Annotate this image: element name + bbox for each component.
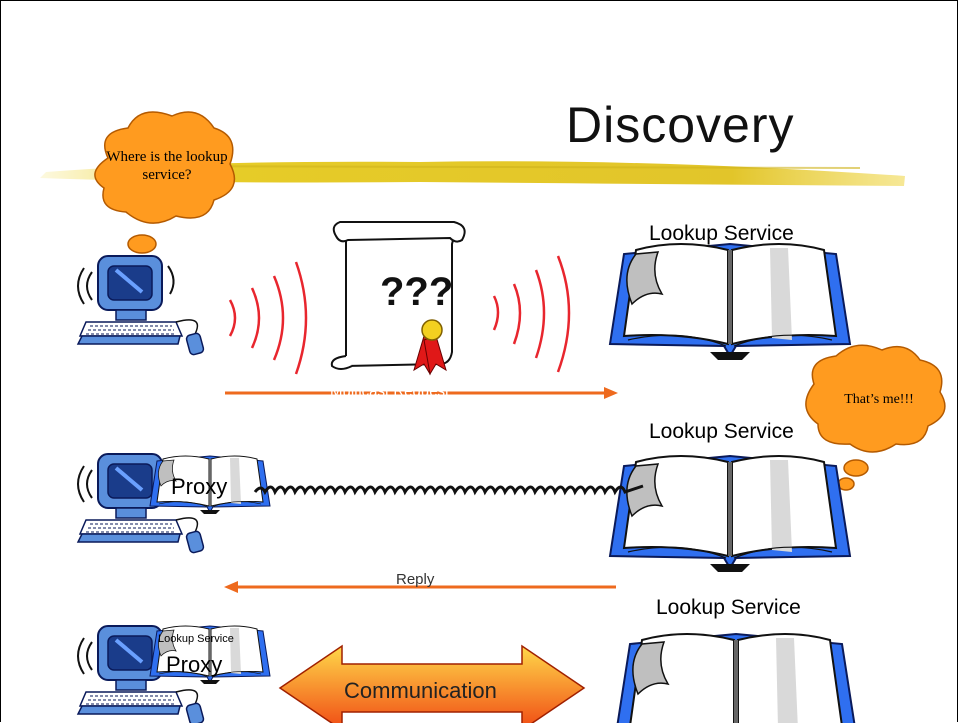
request-waves-left <box>228 261 308 375</box>
reply-transfer-scribble <box>253 484 644 496</box>
reply-arrow <box>224 581 616 593</box>
request-scroll-icon <box>330 221 466 376</box>
proxy-lookup-label-bottom: Lookup Service <box>158 633 234 645</box>
client-computer-icon-top <box>76 254 207 358</box>
lookup-service-book-middle <box>609 455 851 573</box>
reply-arrow-label: Reply <box>396 571 435 588</box>
communication-label: Communication <box>344 678 497 703</box>
request-waves-right <box>492 255 571 373</box>
lookup-service-label-bottom: Lookup Service <box>656 596 801 619</box>
client-thought-text: Where is the lookup service? <box>106 149 228 183</box>
request-arrow <box>225 387 618 399</box>
lookup-service-label-top: Lookup Service <box>649 222 794 245</box>
communication-double-arrow <box>278 644 586 723</box>
request-arrow-label: Multicast Request <box>330 383 450 400</box>
slide-title: Discovery <box>566 97 795 153</box>
proxy-label-middle: Proxy <box>171 474 228 499</box>
lookup-service-label-middle: Lookup Service <box>649 420 794 443</box>
service-thought-text: That’s me!!! <box>844 392 914 407</box>
client-thought-bubble <box>94 111 236 273</box>
lookup-service-book-bottom <box>615 633 857 723</box>
lookup-service-book-top <box>609 243 851 361</box>
service-thought-bubble <box>805 344 946 499</box>
proxy-label-bottom: Proxy <box>166 652 223 677</box>
request-question-marks: ??? <box>380 270 454 314</box>
